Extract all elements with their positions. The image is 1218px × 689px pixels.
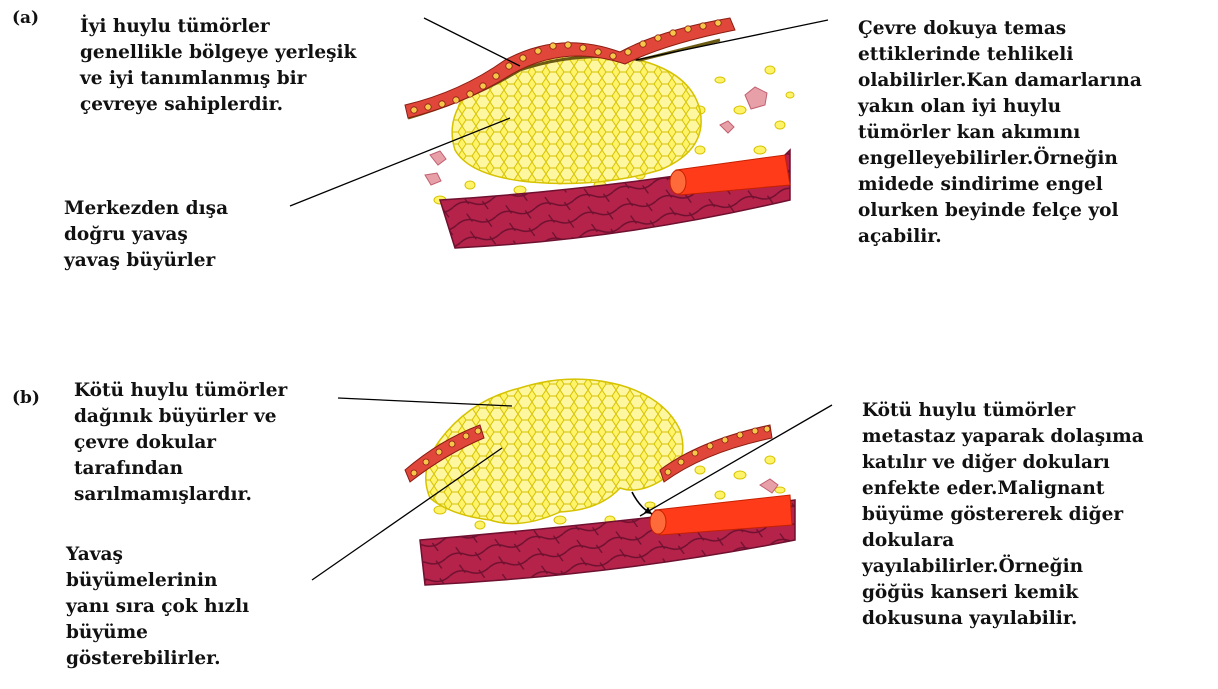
malignant-tumor-diagram [312,379,832,585]
malignant-tumor-mass [426,379,683,523]
benign-tumor-diagram [290,18,828,248]
